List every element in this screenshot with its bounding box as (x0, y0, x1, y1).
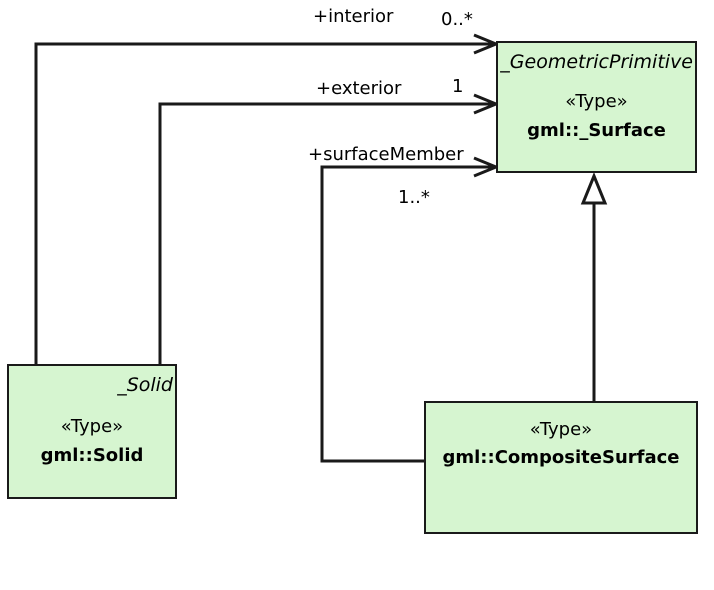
surface-class-name: gml::_Surface (527, 120, 666, 141)
generalization-triangle-icon (580, 172, 608, 205)
composite-surface-class-name: gml::CompositeSurface (442, 447, 680, 468)
class-box-surface[interactable]: _GeometricPrimitive «Type» gml::_Surface (496, 41, 697, 173)
interior-multiplicity-label: 0..* (441, 9, 473, 30)
exterior-association-line (158, 102, 496, 365)
surface-member-multiplicity-label: 1..* (398, 187, 430, 208)
solid-stereotype: «Type» (60, 416, 124, 437)
surface-stereotype: «Type» (565, 91, 628, 112)
class-box-solid[interactable]: _Solid «Type» gml::Solid (7, 364, 177, 499)
exterior-multiplicity-label: 1 (452, 76, 464, 97)
surface-abstract-name: _GeometricPrimitive (500, 51, 693, 73)
surface-member-association-line (320, 165, 496, 463)
interior-role-label: +interior (313, 6, 394, 27)
solid-class-name: gml::Solid (40, 445, 144, 466)
surface-member-role-label: +surfaceMember (308, 144, 464, 165)
exterior-role-label: +exterior (316, 78, 402, 99)
composite-surface-stereotype: «Type» (529, 419, 593, 440)
solid-abstract-name: _Solid (117, 374, 173, 396)
class-box-composite-surface[interactable]: «Type» gml::CompositeSurface (424, 401, 698, 534)
interior-association-line (34, 42, 496, 365)
